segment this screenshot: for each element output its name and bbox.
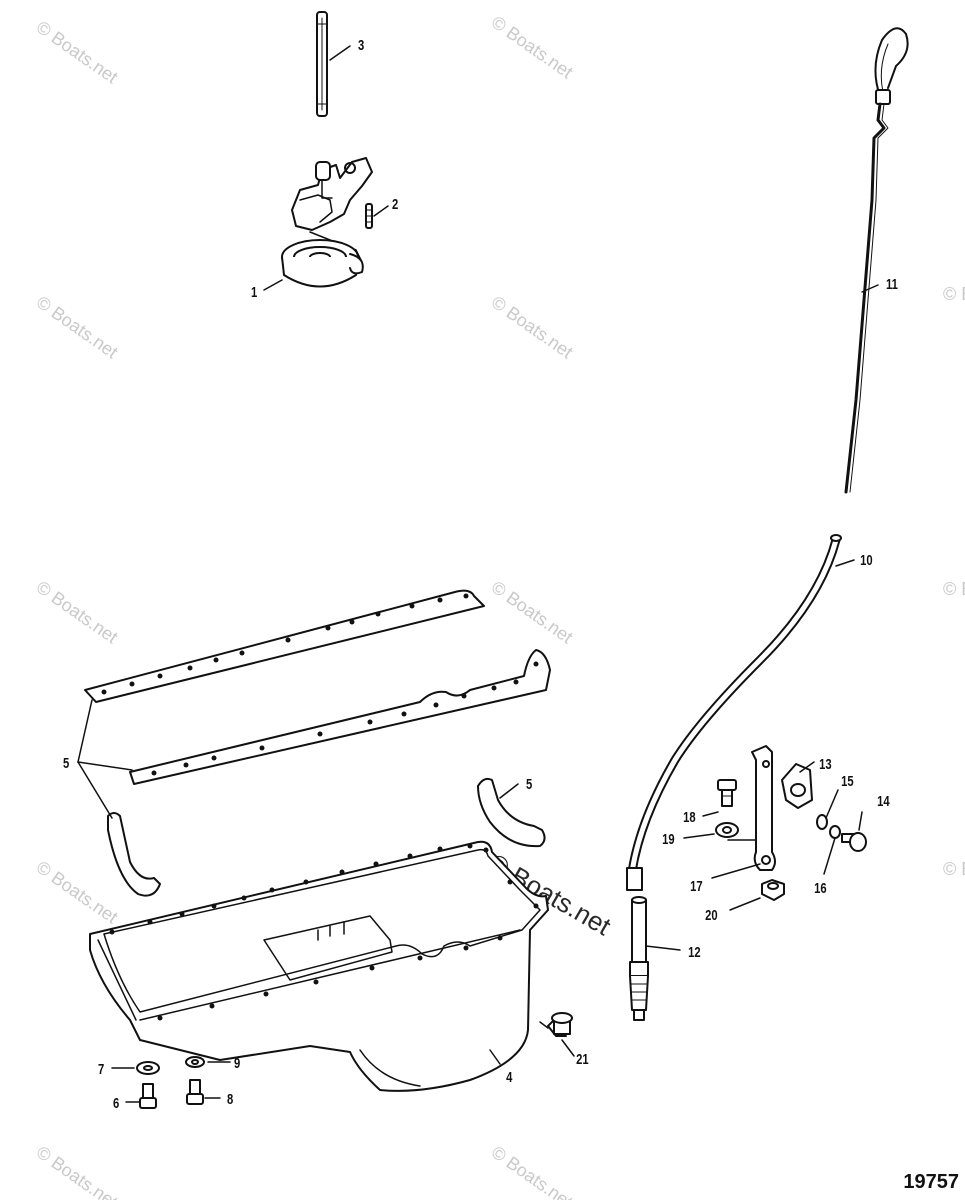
callout-2: 2 — [392, 195, 398, 212]
watermark: © Boats.net — [943, 579, 965, 599]
drain-plug — [547, 1012, 573, 1037]
watermark: © Boats.net — [488, 12, 577, 82]
rear-main-seal-left — [107, 812, 161, 897]
callout-9: 9 — [234, 1054, 240, 1071]
watermark: © Boats.net — [33, 577, 122, 647]
watermark: © Boats.net — [33, 17, 122, 87]
callout-5: 5 — [63, 754, 69, 771]
dipstick-tube — [626, 534, 842, 891]
gasket-bolt-holes — [101, 593, 539, 776]
watermark: © Boats.net — [943, 859, 965, 879]
callout-11: 11 — [886, 275, 898, 292]
watermark: © Boats.net — [33, 292, 122, 362]
callout-13: 13 — [819, 755, 832, 772]
callout-18: 18 — [683, 808, 696, 825]
callout-4: 4 — [506, 1068, 513, 1085]
callout-15: 15 — [841, 772, 854, 789]
watermark: © Boats.net — [33, 857, 122, 927]
callout-7: 7 — [98, 1060, 104, 1077]
watermark: © Boats.net — [33, 1142, 122, 1200]
callout-14: 14 — [877, 792, 890, 809]
callout-3: 3 — [358, 36, 364, 53]
callout-19: 19 — [662, 830, 675, 847]
dipstick — [844, 27, 909, 494]
callout-8: 8 — [227, 1090, 233, 1107]
callout-1: 1 — [251, 283, 257, 300]
callout-17: 17 — [690, 877, 703, 894]
callout-labels: 3 2 1 11 10 5 5 13 15 14 18 19 16 17 20 … — [63, 36, 898, 1111]
pan-gasket-upper — [84, 589, 551, 785]
watermark: © Boats.net — [488, 1142, 577, 1200]
watermark: © Boats.net — [488, 577, 577, 647]
oil-pan — [89, 840, 549, 1092]
pump-shaft — [316, 11, 328, 117]
callout-10: 10 — [860, 551, 873, 568]
rear-main-seal-right — [477, 777, 546, 848]
callout-20: 20 — [705, 906, 718, 923]
oil-pan-bolt-holes — [109, 843, 539, 1021]
pump-pin — [365, 203, 373, 229]
callout-leaders — [111, 45, 879, 1103]
callout-5: 5 — [526, 775, 532, 792]
watermark: © Boats.net — [943, 284, 965, 304]
pan-bolts — [136, 1056, 205, 1109]
oil-pump — [281, 157, 373, 288]
tube-fitting — [629, 896, 649, 1021]
watermark: © Boats.net — [488, 292, 577, 362]
callout-16: 16 — [814, 879, 827, 896]
callout-21: 21 — [576, 1050, 589, 1067]
callout-12: 12 — [688, 943, 701, 960]
bracket-hardware — [715, 745, 867, 901]
callout-6: 6 — [113, 1094, 119, 1111]
gasket-callout-leaders — [77, 699, 519, 819]
figure-number: 19757 — [903, 1171, 959, 1193]
